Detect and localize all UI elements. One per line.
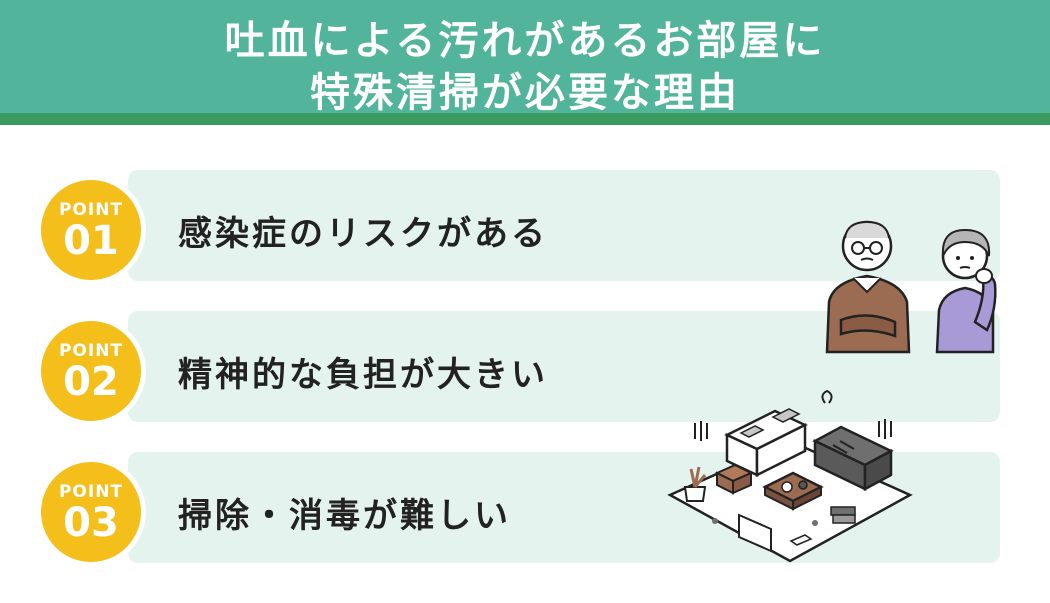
- point-number: 01: [63, 218, 119, 264]
- point-text-3: 掃除・消毒が難しい: [178, 496, 511, 536]
- low-table: [762, 471, 824, 511]
- elderly-couple-illustration: [825, 220, 997, 354]
- elderly-man-figure: [825, 220, 911, 354]
- messy-room-illustration: [667, 389, 913, 563]
- kitchen-counter: [724, 408, 808, 478]
- point-prefix: POINT: [58, 482, 124, 502]
- stink-lines: [694, 389, 892, 441]
- point-number: 02: [63, 359, 119, 405]
- header-stripe: [0, 113, 1050, 125]
- point-badge-3: POINT 03: [36, 457, 146, 567]
- point-text-2: 精神的な負担が大きい: [178, 355, 548, 395]
- sofa: [812, 425, 894, 492]
- header-banner: [0, 0, 1050, 118]
- elderly-woman-figure: [935, 228, 997, 354]
- point-prefix: POINT: [58, 341, 124, 361]
- point-card-1: 感染症のリスクがある: [128, 170, 1000, 281]
- page-title-line1: 吐血による汚れがあるお部屋に: [224, 18, 826, 64]
- point-badge-2: POINT 02: [36, 316, 146, 426]
- potted-plant: [683, 466, 707, 502]
- point-badge-1: POINT 01: [36, 175, 146, 285]
- point-number: 03: [63, 500, 119, 546]
- cardboard-box: [714, 463, 754, 495]
- book-stack: [830, 506, 856, 524]
- page-title-line2: 特殊清掃が必要な理由: [310, 70, 740, 116]
- point-prefix: POINT: [58, 200, 124, 220]
- point-text-1: 感染症のリスクがある: [178, 214, 548, 254]
